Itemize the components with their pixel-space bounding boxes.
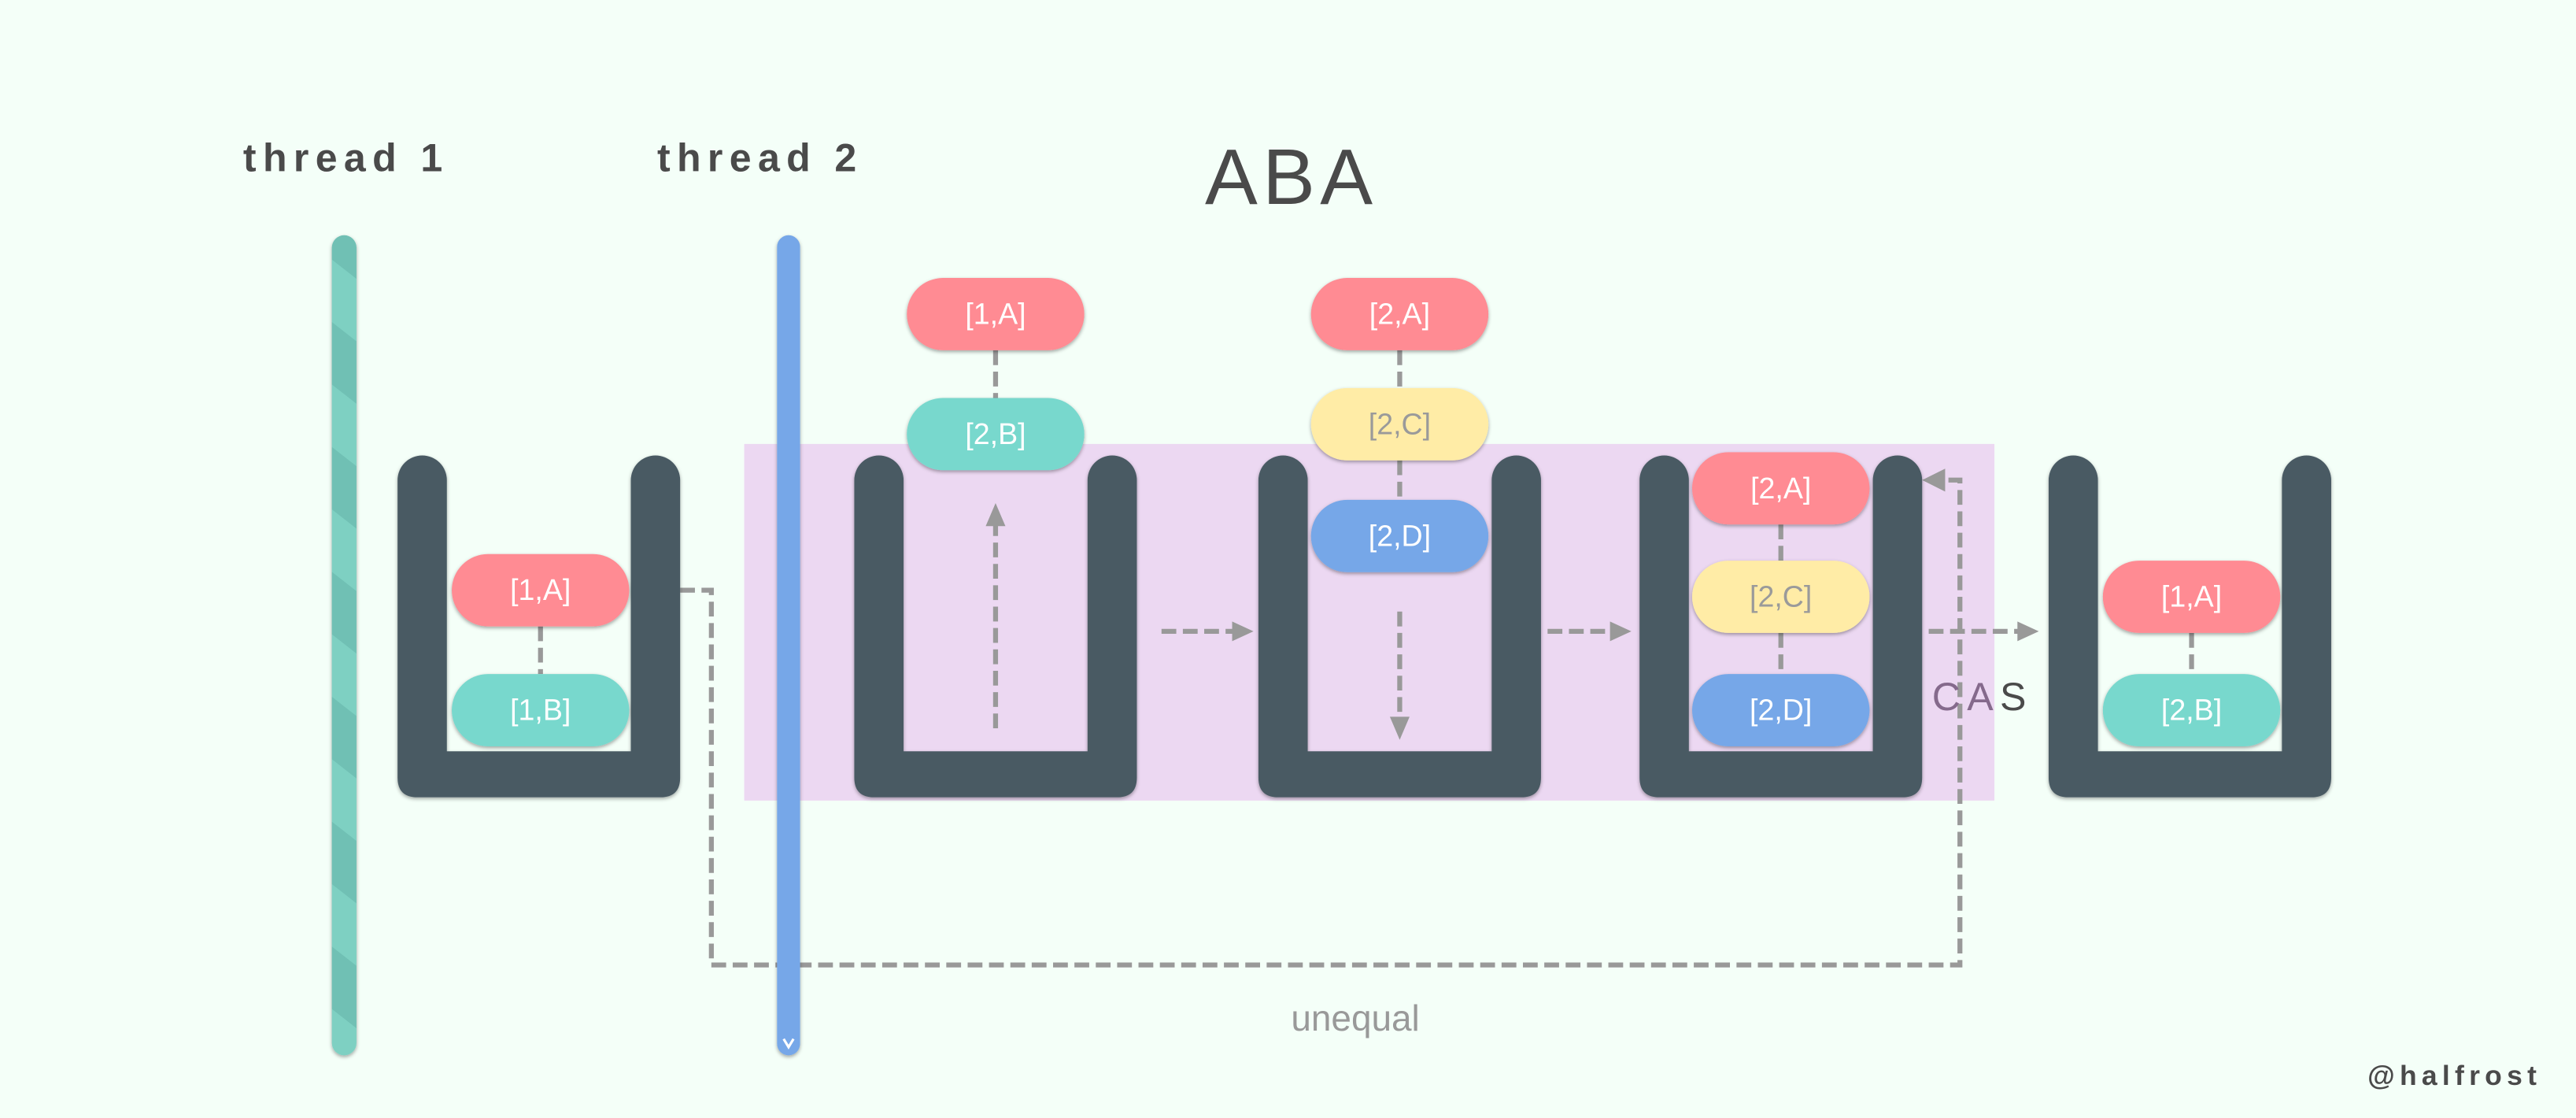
node-pill: [2,A] — [1691, 452, 1870, 525]
node-label: [2,C] — [1369, 407, 1431, 440]
node-pill: [2,C] — [1310, 387, 1489, 461]
thread-1-label: thread 1 — [243, 135, 449, 180]
node-pill-shape — [452, 674, 630, 746]
node-pill: [2,D] — [1691, 674, 1870, 746]
node-label: [2,B] — [965, 417, 1026, 450]
unequal-arrowhead-icon — [1922, 468, 1946, 492]
stack-container-thread2-result — [1639, 455, 1923, 798]
author-credit: @halfrost — [2367, 1060, 2541, 1091]
node-pill: [2,D] — [1310, 499, 1489, 572]
node-pill-shape — [907, 398, 1085, 471]
node-label: [2,A] — [1369, 298, 1430, 331]
flow-arrowhead-2-icon — [1610, 621, 1632, 642]
thread-2-timeline — [777, 235, 800, 1056]
node-label: [1,A] — [510, 573, 571, 606]
stack-container-thread2-push — [1258, 455, 1541, 798]
thread-1-timeline — [331, 235, 357, 1056]
cas-label: CAS — [1932, 675, 2033, 719]
unequal-connector — [680, 477, 1963, 968]
stack-container-after-cas — [2048, 455, 2331, 798]
node-pill-shape — [1310, 499, 1489, 572]
node-pill: [1,B] — [452, 674, 630, 746]
node-pill: [1,A] — [907, 278, 1085, 350]
node-label: [2,B] — [2161, 694, 2222, 727]
diagram-title: ABA — [1205, 133, 1377, 221]
node-pill: [2,B] — [2102, 674, 2281, 746]
node-label: [1,A] — [2161, 580, 2222, 613]
node-pill: [2,A] — [1310, 278, 1489, 350]
node-pill-shape — [1691, 674, 1870, 746]
node-pill: [2,B] — [907, 398, 1085, 471]
stack-container-thread1-initial — [397, 455, 681, 798]
node-pill: [1,A] — [452, 553, 630, 627]
node-pill-shape — [1310, 278, 1489, 350]
node-label: [1,A] — [965, 298, 1026, 331]
flow-arrowhead-3-icon — [2017, 621, 2039, 642]
cas-label-suffix: S — [2000, 675, 2033, 719]
cas-label-prefix: CA — [1932, 675, 2000, 719]
thread-2-label: thread 2 — [657, 135, 863, 180]
node-pill: [2,C] — [1691, 561, 1870, 633]
pop-arrowhead-icon — [985, 503, 1006, 527]
node-pill-shape — [907, 278, 1085, 350]
node-label: [1,B] — [510, 694, 571, 727]
stack-container-thread2-pop — [854, 455, 1137, 798]
node-pill-shape — [2102, 674, 2281, 746]
unequal-label: unequal — [1291, 998, 1419, 1038]
node-pill-shape — [2102, 561, 2281, 633]
node-pill-shape — [452, 553, 630, 627]
push-arrowhead-icon — [1389, 716, 1410, 740]
node-pill: [1,A] — [2102, 561, 2281, 633]
node-pill-shape — [1691, 452, 1870, 525]
chevron-down-icon — [782, 1038, 795, 1050]
flow-arrowhead-1-icon — [1232, 621, 1254, 642]
node-label: [2,D] — [1369, 519, 1431, 552]
node-pill-shape — [1310, 387, 1489, 461]
node-label: [2,A] — [1750, 472, 1811, 505]
node-label: [2,D] — [1750, 694, 1812, 727]
node-pill-shape — [1691, 561, 1870, 633]
node-label: [2,C] — [1750, 580, 1812, 613]
